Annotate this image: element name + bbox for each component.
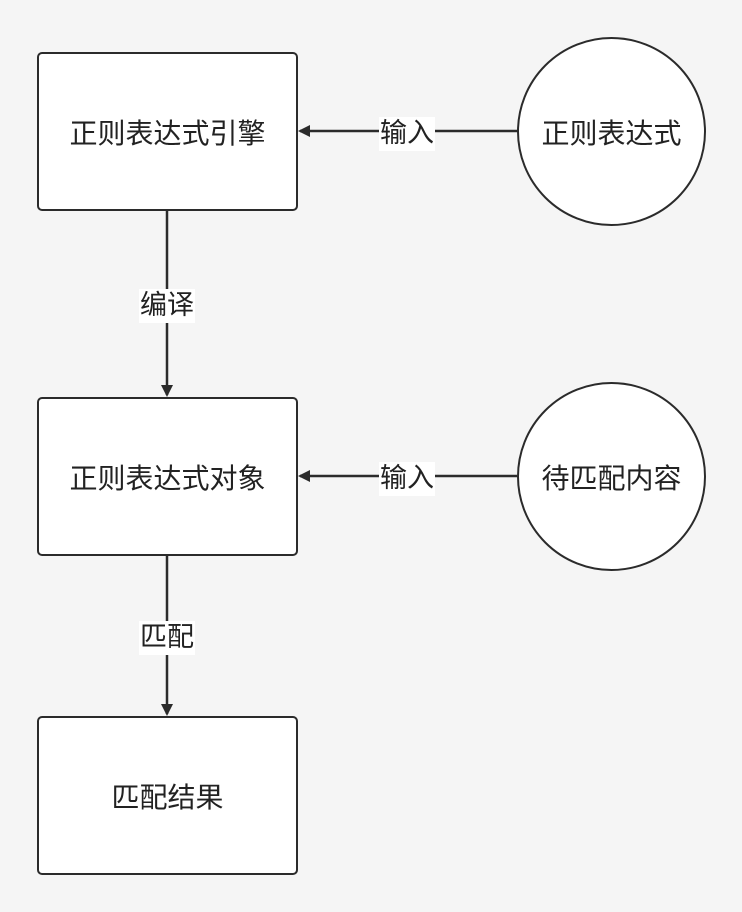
input-text-circle: 待匹配内容 [517, 382, 706, 571]
regex-engine-box: 正则表达式引擎 [37, 52, 298, 211]
regex-object-box: 正则表达式对象 [37, 397, 298, 556]
edge-label-match: 匹配 [139, 621, 195, 655]
edge-label-content-input: 输入 [379, 462, 435, 496]
edge-label-regex-input: 输入 [379, 117, 435, 151]
match-result-box: 匹配结果 [37, 716, 298, 875]
edge-label-compile: 编译 [139, 289, 195, 323]
regex-circle: 正则表达式 [517, 37, 706, 226]
